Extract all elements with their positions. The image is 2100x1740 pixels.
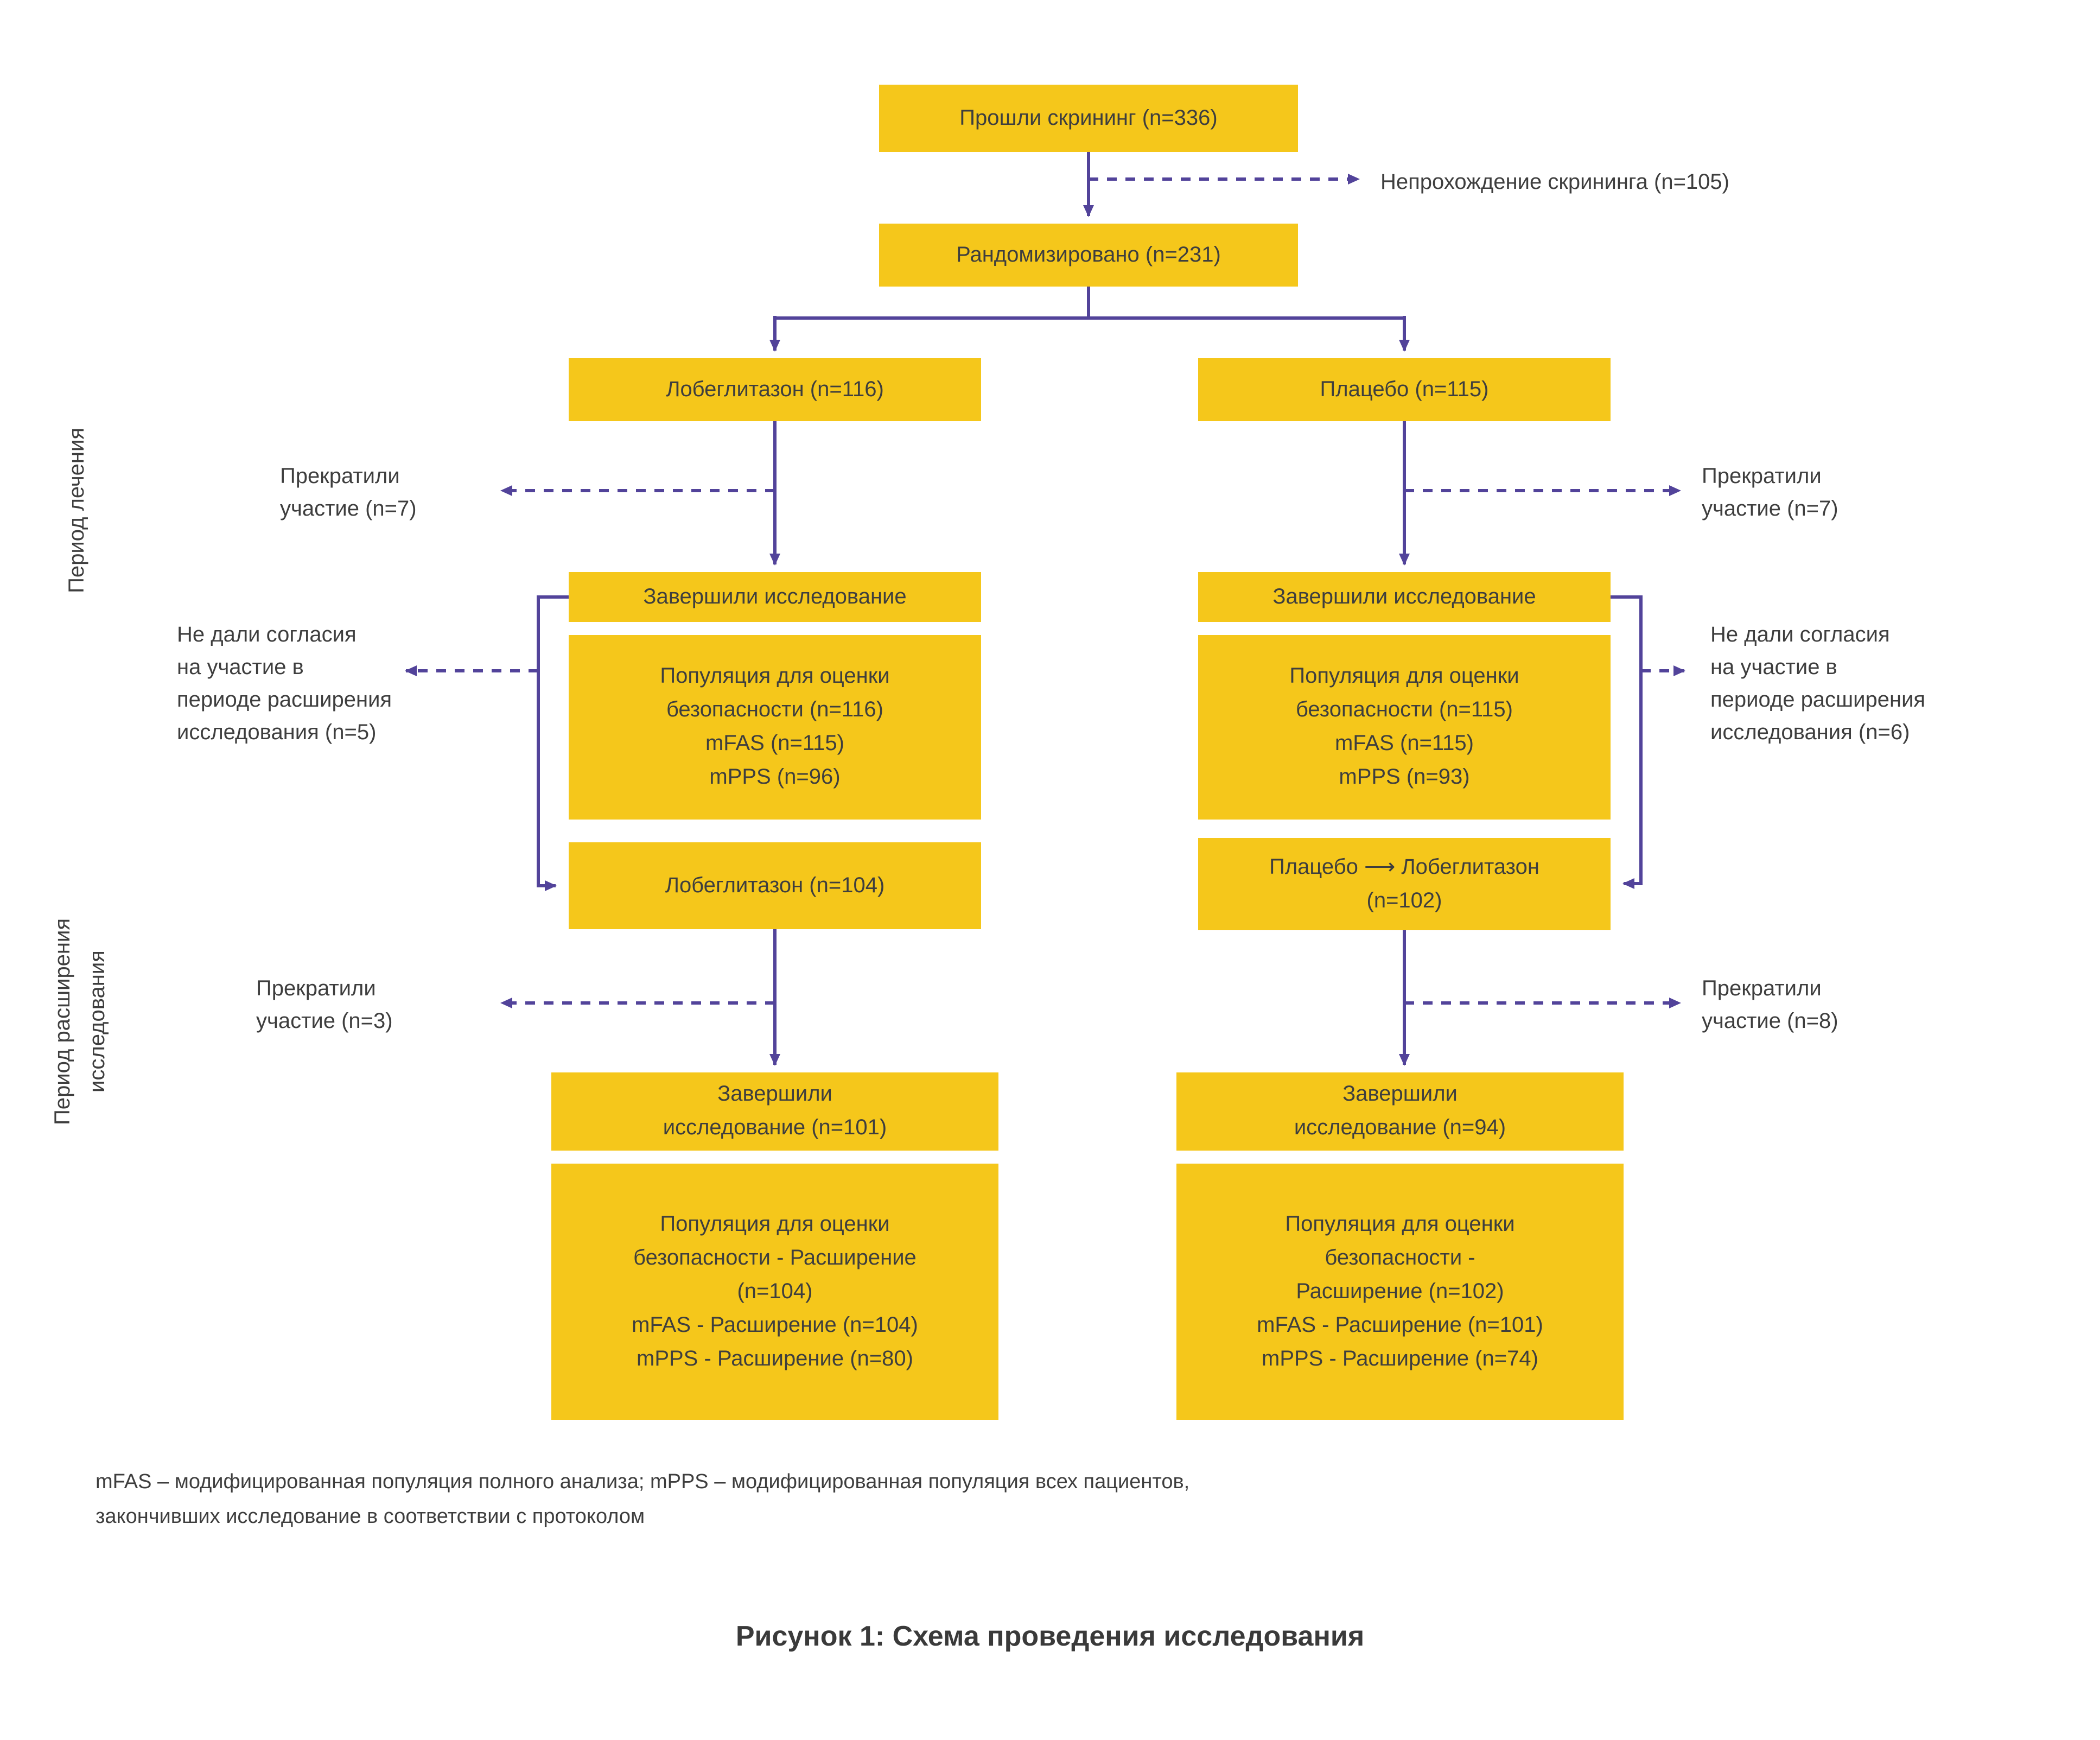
screening-box: Прошли скрининг (n=336): [879, 85, 1298, 152]
placebo-arm-box: Плацебо (n=115): [1198, 358, 1611, 421]
lobeglitazone-extension-completed-box: Завершили исследование (n=101): [551, 1072, 998, 1151]
placebo-extension-completed-box: Завершили исследование (n=94): [1176, 1072, 1624, 1151]
treatment-period-label: Период лечения: [65, 427, 89, 593]
lobeglitazone-arm-box: Лобеглитазон (n=116): [569, 358, 981, 421]
placebo-extension-arm-box: Плацебо ⟶ Лобеглитазон (n=102): [1198, 838, 1611, 930]
placebo-completed-box: Завершили исследование: [1198, 572, 1611, 622]
randomized-box: Рандомизировано (n=231): [879, 224, 1298, 287]
lobeglitazone-populations-box: Популяция для оценки безопасности (n=116…: [569, 635, 981, 820]
treatment-period-label-wrap: Период лечения: [50, 358, 104, 662]
placebo-populations-box: Популяция для оценки безопасности (n=115…: [1198, 635, 1611, 820]
lobeglitazone-discontinued-extension-label: Прекратили участие (n=3): [256, 977, 393, 1033]
extension-period-label-wrap: Период расширения исследования: [41, 831, 119, 1211]
lobeglitazone-extension-arm-box: Лобеглитазон (n=104): [569, 842, 981, 929]
lobeglitazone-completed-box: Завершили исследование: [569, 572, 981, 622]
figure-footnote: mFAS – модифицированная популяция полног…: [96, 1471, 1190, 1529]
lobeglitazone-no-consent-label: Не дали согласия на участие в периоде ра…: [177, 623, 392, 745]
figure-caption: Рисунок 1: Схема проведения исследования: [735, 1620, 1365, 1652]
placebo-extension-populations-box: Популяция для оценки безопасности - Расш…: [1176, 1164, 1624, 1420]
lobeglitazone-extension-populations-box: Популяция для оценки безопасности - Расш…: [551, 1164, 998, 1420]
lobeglitazone-discontinued-treatment-label: Прекратили участие (n=7): [280, 465, 417, 521]
extension-period-label: Период расширения исследования: [51, 918, 110, 1125]
placebo-no-consent-label: Не дали согласия на участие в периоде ра…: [1710, 623, 1926, 745]
placebo-discontinued-treatment-label: Прекратили участие (n=7): [1702, 465, 1838, 521]
placebo-discontinued-extension-label: Прекратили участие (n=8): [1702, 977, 1838, 1033]
screening-failure-label: Непрохождение скрининга (n=105): [1380, 170, 1729, 194]
